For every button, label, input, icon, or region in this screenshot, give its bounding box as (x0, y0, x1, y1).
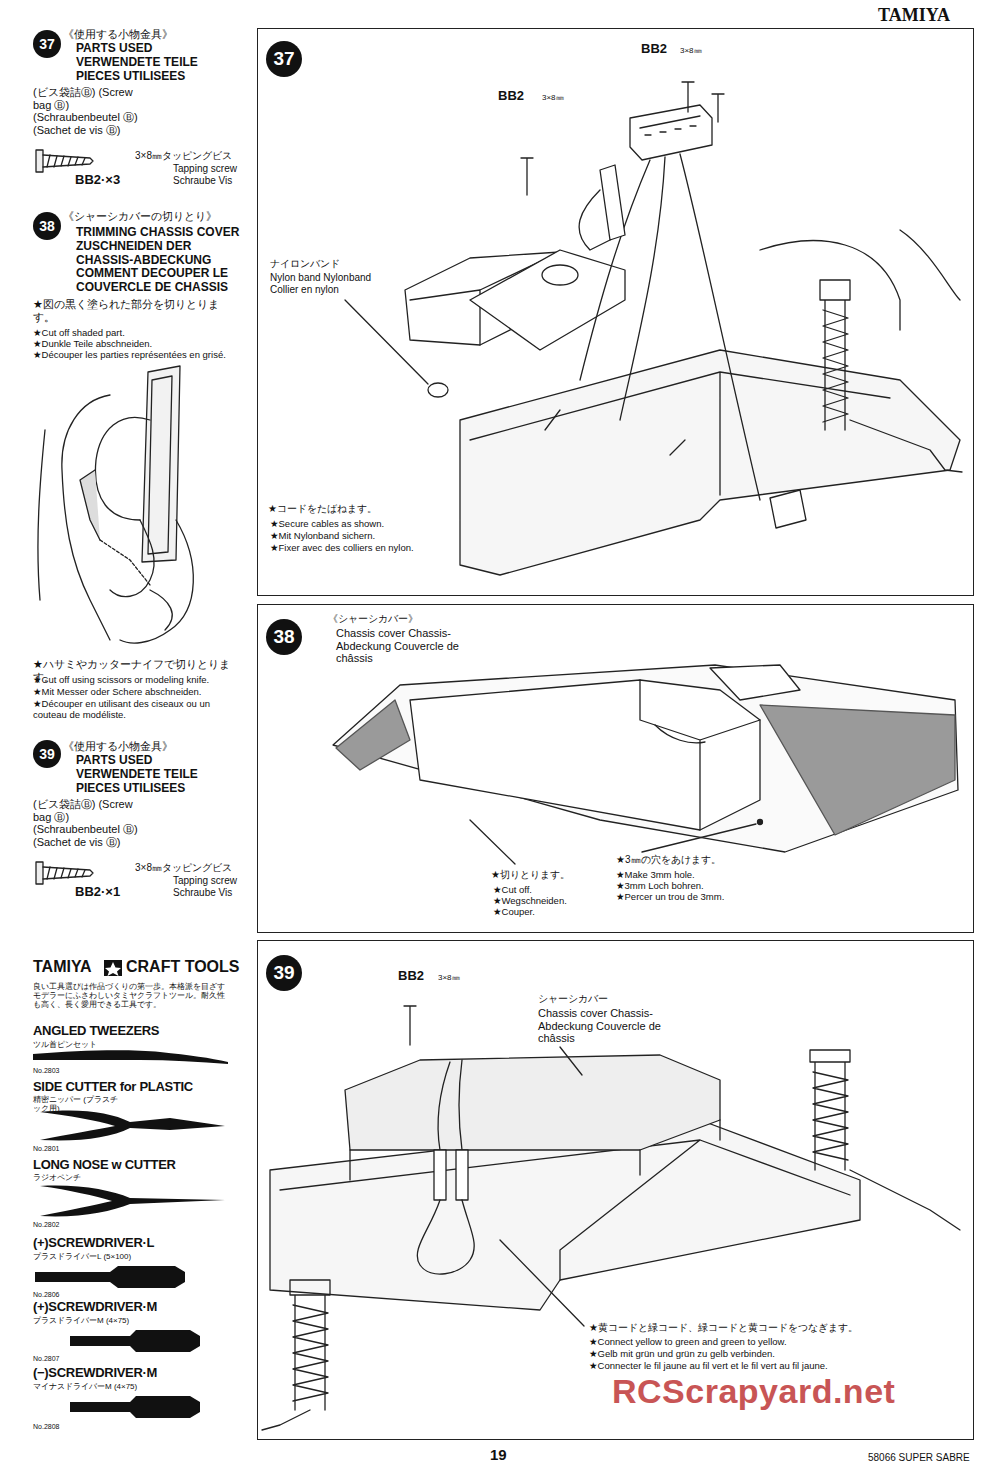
step-number: 38 (273, 626, 294, 648)
part-code: BB2 (498, 89, 524, 104)
tool-name-ja: ラジオペンチ (33, 1173, 81, 1182)
tools-heading: CRAFT TOOLS (126, 958, 239, 976)
part-name: Chassis cover Chassis-Abdeckung Couvercl… (336, 627, 486, 665)
part-name-ja: シャーシカバー (538, 993, 608, 1005)
section-heading: TRIMMING CHASSIS COVER ZUSCHNEIDEN DER C… (76, 226, 251, 295)
instruction-note: ★コードをたばねます。 (268, 503, 377, 515)
instruction-note: ★Secure cables as shown. (270, 519, 460, 530)
part-name: Chassis cover Chassis-Abdeckung Couvercl… (538, 1007, 688, 1045)
callout-label: Nylon band Nylonband Collier en nylon (270, 272, 380, 295)
part-spec: 3×8㎜タッピングビス (135, 150, 232, 162)
screw-icon (36, 862, 93, 884)
instruction-note: ★Mit Messer oder Schere abschneiden. (33, 687, 253, 698)
instruction-note: ★Couper. (493, 907, 535, 918)
page-number: 19 (490, 1446, 507, 1463)
instruction-note: ★Mit Nylonband sichern. (270, 531, 460, 542)
part-code: BB2 (641, 42, 667, 57)
part-name: Tapping screw Schraube Vis (173, 163, 248, 186)
instruction-note: ★Fixer avec des colliers en nylon. (270, 543, 460, 554)
tools-description: 良い工具選びは作品づくりの第一歩。本格派を目ざすモデラーにふさわしいタミヤクラフ… (33, 982, 231, 1010)
instruction-note: ★3㎜の穴をあけます。 (616, 854, 721, 866)
chassis-assembly-drawing (262, 1006, 960, 1430)
instruction-note: ★Gelb mit grün und grün zu gelb verbinde… (589, 1349, 775, 1360)
instruction-note: ★Cut off. (493, 885, 532, 896)
tool-number: No.2801 (33, 1145, 59, 1153)
tool-name: ANGLED TWEEZERS (33, 1024, 159, 1039)
tool-number: No.2808 (33, 1423, 59, 1431)
tool-name: (+)SCREWDRIVER·M (33, 1300, 157, 1315)
instruction-note: ★Wegschneiden. (493, 896, 567, 907)
part-name-ja: 《シャーシカバー》 (328, 613, 418, 625)
part-code: BB2 (398, 969, 424, 984)
step-panel: BB2 3×8㎜シャーシカバー Chassis cover Chassis-Abde… (257, 940, 974, 1440)
step-panel: BB2 3×8㎜ BB2 3×8㎜ナイロンバンド Nylon band Nylonban… (257, 28, 974, 596)
watermark: RCScrapyard.net (612, 1372, 895, 1411)
tool-name: (−)SCREWDRIVER·M (33, 1366, 157, 1381)
tool-name: LONG NOSE w CUTTER (33, 1158, 176, 1173)
part-spec: 3×8㎜タッピングビス (135, 862, 232, 874)
instruction-note: ★Percer un trou de 3mm. (616, 892, 724, 903)
tool-name-ja: 精密ニッパー (プラスチック用) (33, 1095, 123, 1113)
tool-name: SIDE CUTTER for PLASTIC (33, 1080, 193, 1095)
tool-name: (+)SCREWDRIVER·L (33, 1236, 154, 1251)
step-number-circle: 38 (266, 619, 302, 655)
part-code: BB2·×1 (75, 885, 120, 900)
instruction-note: ★Connecter le fil jaune au fil vert et l… (589, 1361, 828, 1372)
instruction-note: ★Connect yellow to green and green to ye… (589, 1337, 787, 1348)
step-number-circle: 39 (33, 740, 61, 768)
step-number: 39 (39, 746, 55, 762)
instruction-note: ★Cut off shaded part. (33, 328, 253, 339)
part-spec: 3×8㎜ (542, 93, 564, 102)
tool-number: No.2807 (33, 1355, 59, 1363)
instruction-note: ★Cut off using scissors or modeling knif… (33, 675, 253, 686)
part-spec: 3×8㎜ (680, 46, 702, 55)
step-number-circle: 38 (33, 212, 61, 240)
step-number: 39 (273, 962, 294, 984)
section-heading: PARTS USED VERWENDETE TEILE PIECES UTILI… (76, 754, 216, 795)
part-code: BB2·×3 (75, 173, 120, 188)
step-number: 38 (39, 218, 55, 234)
section-heading-ja: 《シャーシカバーの切りとり》 (63, 210, 217, 223)
tool-name-ja: プラスドライバーL (5×100) (33, 1252, 131, 1261)
chassis-cover-drawing (333, 665, 958, 864)
instruction-note: ★切りとります。 (491, 869, 570, 881)
callout-label-ja: ナイロンバンド (270, 258, 340, 270)
chassis-wiring-drawing (345, 82, 962, 575)
tool-number: No.2806 (33, 1291, 59, 1299)
instruction-note: ★3mm Loch bohren. (616, 881, 704, 892)
part-name: Tapping screw Schraube Vis (173, 875, 248, 898)
kit-name: 58066 SUPER SABRE (868, 1452, 970, 1464)
tool-drawings (33, 1050, 228, 1418)
section-heading: PARTS USED VERWENDETE TEILE PIECES UTILI… (76, 42, 216, 83)
screw-icon (36, 150, 93, 172)
step-number-circle: 39 (266, 955, 302, 991)
instruction-note: ★Découper en utilisant des ciseaux ou un… (33, 699, 245, 721)
step-number-circle: 37 (266, 41, 302, 77)
instruction-note: ★図の黒く塗られた部分を切りとります。 (33, 298, 238, 323)
section-heading-ja: 《使用する小物金具》 (63, 28, 173, 41)
tool-number: No.2802 (33, 1221, 59, 1229)
screw-bag-note: (ビス袋詰Ⓑ) (Screw bag Ⓑ) (Schraubenbeutel Ⓑ… (33, 86, 153, 137)
part-spec: 3×8㎜ (438, 973, 460, 982)
tool-number: No.2803 (33, 1067, 59, 1075)
step-number: 37 (39, 36, 55, 52)
step-number: 37 (273, 48, 294, 70)
star-logo (104, 960, 122, 976)
section-heading-ja: 《使用する小物金具》 (63, 740, 173, 753)
tool-name-ja: プラスドライバーM (4×75) (33, 1316, 129, 1325)
instruction-note: ★黄コードと緑コード、緑コードと黄コードをつなぎます。 (589, 1322, 858, 1334)
tool-name-ja: マイナスドライバーM (4×75) (33, 1382, 137, 1391)
brand-header: TAMIYA (878, 5, 950, 26)
instruction-note: ★Découper les parties représentées en gr… (33, 350, 253, 361)
instruction-note: ★Dunkle Teile abschneiden. (33, 339, 253, 350)
step-number-circle: 37 (33, 30, 61, 58)
tool-name-ja: ツル首ピンセット (33, 1040, 97, 1049)
hand-knife (38, 366, 193, 643)
brand-name: TAMIYA (33, 958, 92, 976)
step-panel: 《シャーシカバー》 Chassis cover Chassis-Abdeckung… (257, 604, 974, 933)
instruction-note: ★Make 3mm hole. (616, 870, 695, 881)
screw-bag-note: (ビス袋詰Ⓑ) (Screw bag Ⓑ) (Schraubenbeutel Ⓑ… (33, 798, 153, 849)
